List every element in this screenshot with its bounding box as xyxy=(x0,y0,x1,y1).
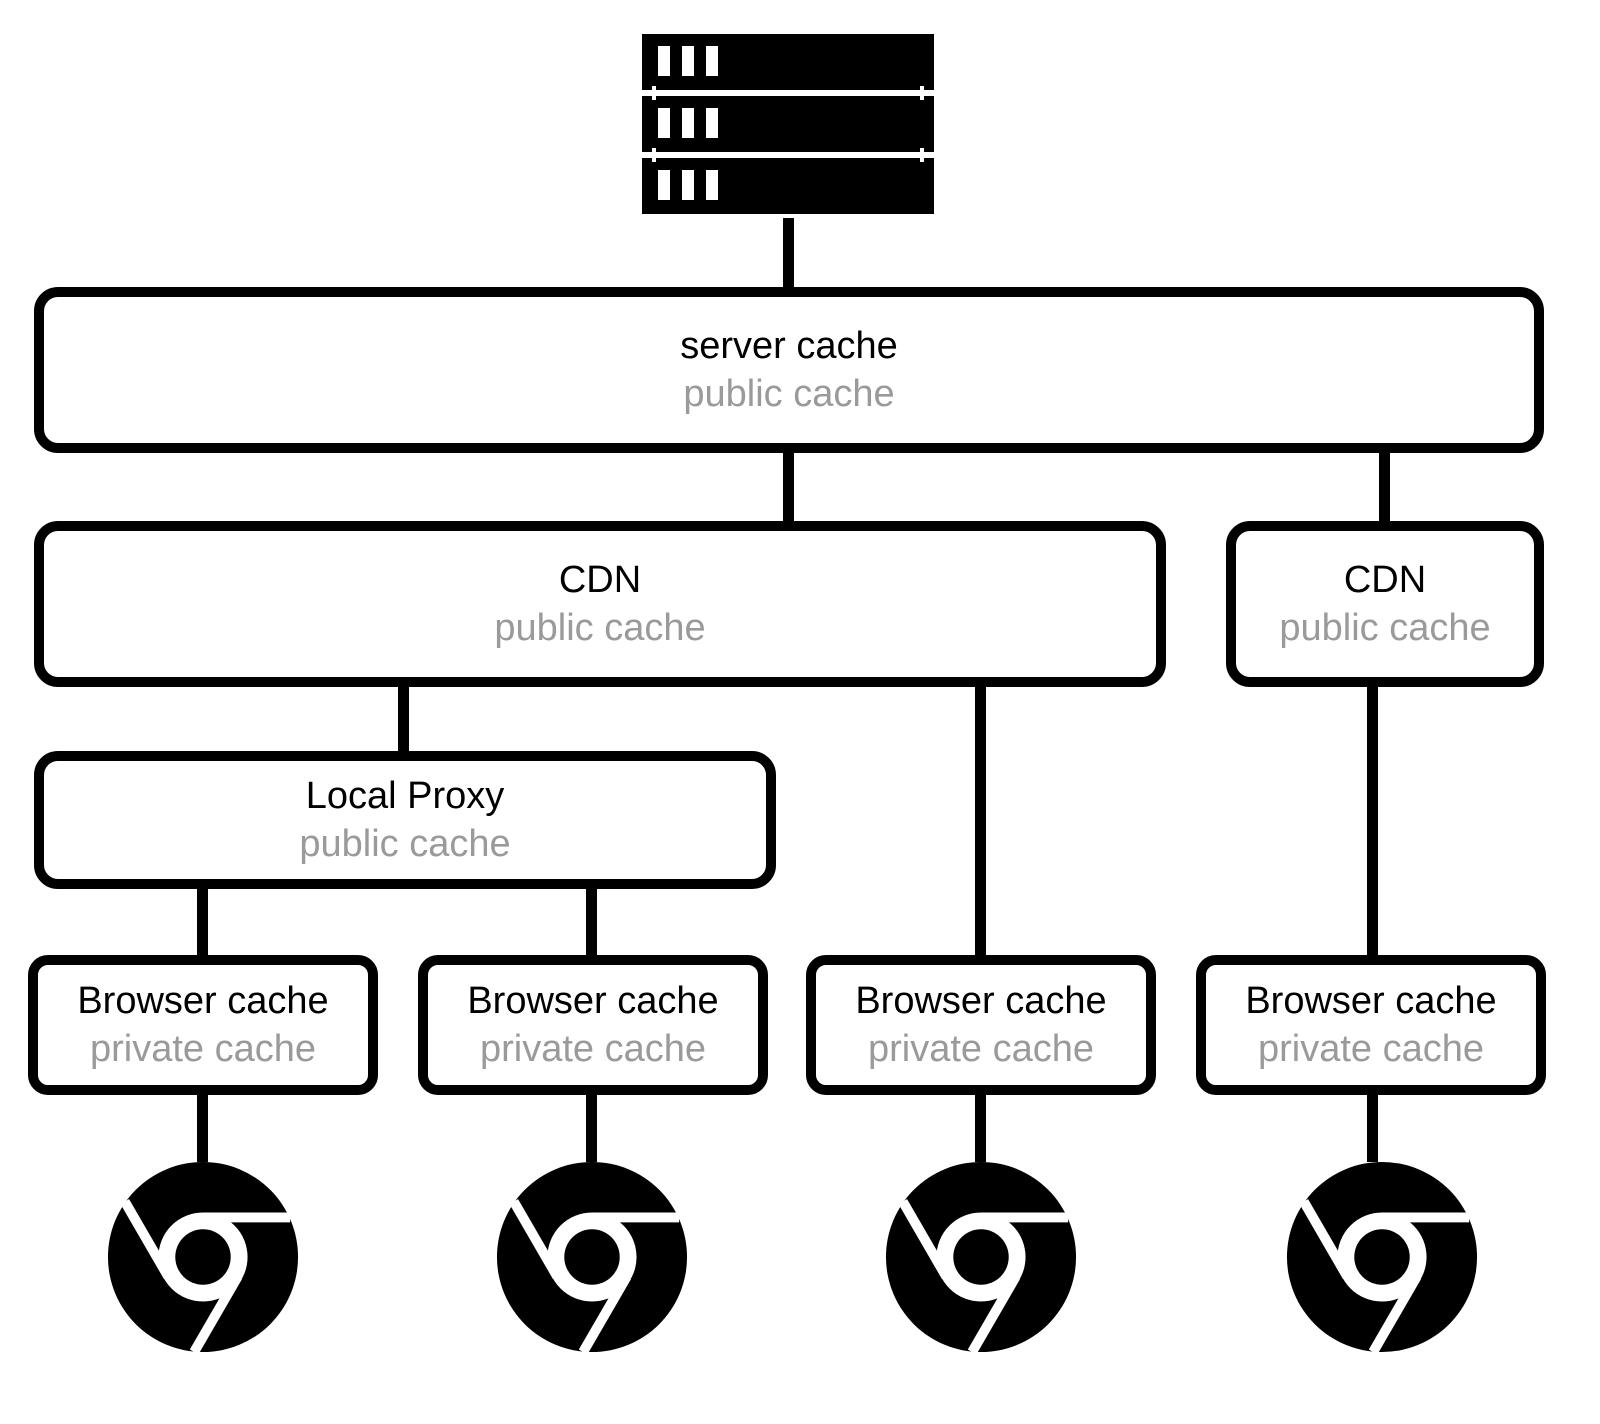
browser-cache-subtitle: private cache xyxy=(1257,1028,1484,1070)
server-cache-subtitle: public cache xyxy=(683,373,895,415)
browser-cache-title: Browser cache xyxy=(855,980,1107,1022)
browser-cache-box-3: Browser cache private cache xyxy=(806,955,1156,1095)
cdn-right-title: CDN xyxy=(1343,559,1427,601)
browser-cache-box-2: Browser cache private cache xyxy=(418,955,768,1095)
browser-cache-subtitle: private cache xyxy=(867,1028,1094,1070)
connector-server-cache-to-cdn-right xyxy=(1379,450,1390,526)
connector-local-proxy-to-browser-1 xyxy=(197,884,208,958)
connector-local-proxy-to-browser-2 xyxy=(586,884,597,958)
browser-cache-title: Browser cache xyxy=(1245,980,1497,1022)
cdn-right-subtitle: public cache xyxy=(1279,607,1491,649)
browser-cache-box-4: Browser cache private cache xyxy=(1196,955,1546,1095)
cdn-right-box: CDN public cache xyxy=(1226,521,1544,687)
local-proxy-box: Local Proxy public cache xyxy=(34,751,776,889)
chrome-icon xyxy=(104,1158,302,1356)
chrome-icon xyxy=(1283,1158,1481,1356)
cdn-left-subtitle: public cache xyxy=(494,607,706,649)
cdn-left-title: CDN xyxy=(558,559,642,601)
connector-cdn-right-to-browser-4 xyxy=(1367,684,1378,958)
connector-server-cache-to-cdn-left xyxy=(783,450,794,526)
browser-cache-title: Browser cache xyxy=(77,980,329,1022)
local-proxy-subtitle: public cache xyxy=(299,823,511,865)
connector-browser-4-to-chrome xyxy=(1367,1090,1378,1162)
cdn-left-box: CDN public cache xyxy=(34,521,1166,687)
connector-browser-1-to-chrome xyxy=(197,1090,208,1162)
chrome-icon xyxy=(493,1158,691,1356)
server-cache-box: server cache public cache xyxy=(34,287,1544,453)
browser-cache-box-1: Browser cache private cache xyxy=(28,955,378,1095)
chrome-icon xyxy=(882,1158,1080,1356)
browser-cache-title: Browser cache xyxy=(467,980,719,1022)
server-cache-title: server cache xyxy=(680,325,898,367)
browser-cache-subtitle: private cache xyxy=(479,1028,706,1070)
connector-cdn-left-to-local-proxy xyxy=(398,684,409,756)
connector-server-to-server-cache xyxy=(783,218,794,290)
connector-browser-2-to-chrome xyxy=(586,1090,597,1162)
connector-cdn-left-to-browser-3 xyxy=(975,684,986,958)
local-proxy-title: Local Proxy xyxy=(305,775,505,817)
server-rack-icon xyxy=(642,34,934,214)
browser-cache-subtitle: private cache xyxy=(89,1028,316,1070)
connector-browser-3-to-chrome xyxy=(975,1090,986,1162)
